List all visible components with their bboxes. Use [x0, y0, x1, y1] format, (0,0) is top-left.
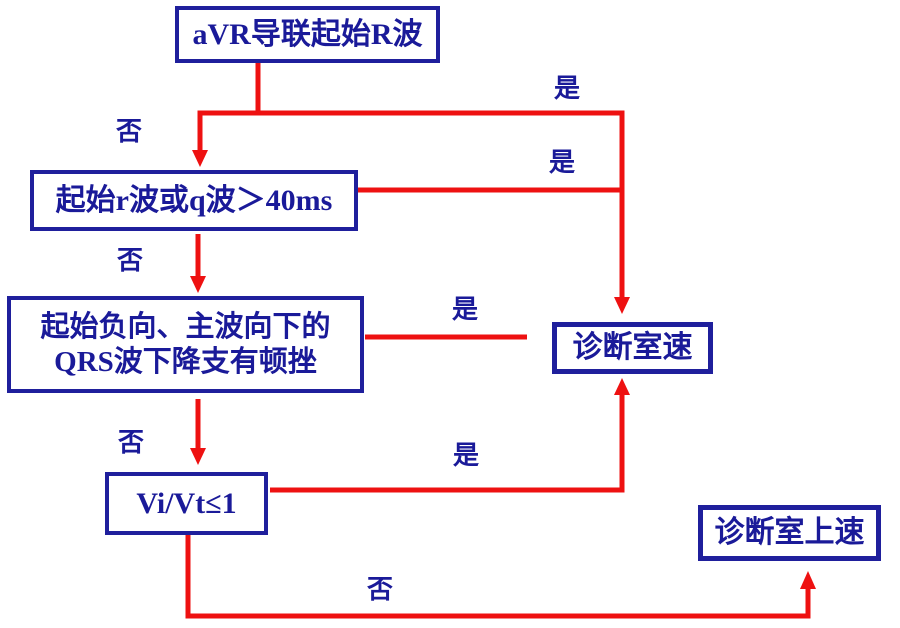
edge-label-no-3: 否: [117, 428, 145, 457]
node-avr-initial-r-wave: aVR导联起始R波: [175, 6, 440, 63]
arrowhead-into-vt-bottom: [614, 378, 630, 395]
arrowhead-into-node2: [192, 150, 208, 167]
edge-label-no-1: 否: [115, 117, 143, 146]
node-label: aVR导联起始R波: [192, 17, 423, 51]
node-label: 起始r波或q波＞40ms: [55, 183, 333, 217]
edge-label-yes-2: 是: [548, 148, 576, 177]
node-qrs-descending-notch: 起始负向、主波向下的 QRS波下降支有顿挫: [7, 296, 364, 393]
arrowhead-into-vt-top: [614, 297, 630, 314]
edge-label-yes-1: 是: [553, 74, 581, 103]
node-vi-vt-ratio: Vi/Vt≤1: [105, 472, 268, 535]
node-label: 诊断室上速: [714, 516, 865, 550]
edge-label-yes-3: 是: [451, 295, 479, 324]
node-label-line1: 起始负向、主波向下的: [40, 311, 331, 344]
node-label: 诊断室速: [572, 331, 693, 365]
edge-line-top-branch: [197, 110, 625, 299]
arrowhead-into-node4: [190, 448, 206, 465]
node-diagnose-svt: 诊断室上速: [698, 505, 881, 561]
node-label-line2: QRS波下降支有顿挫: [54, 345, 317, 378]
edge-label-no-4: 否: [366, 575, 394, 604]
arrowhead-into-svt: [800, 571, 816, 589]
node-diagnose-vt: 诊断室速: [552, 322, 713, 374]
edge-line-node4-no: [185, 533, 811, 619]
node-initial-r-or-q-gt-40ms: 起始r波或q波＞40ms: [30, 170, 358, 231]
edge-label-no-2: 否: [116, 246, 144, 275]
arrowhead-into-node3: [190, 276, 206, 293]
node-label: Vi/Vt≤1: [136, 486, 237, 520]
edge-label-yes-4: 是: [452, 441, 480, 470]
edge-line-node4-yes: [270, 393, 625, 493]
